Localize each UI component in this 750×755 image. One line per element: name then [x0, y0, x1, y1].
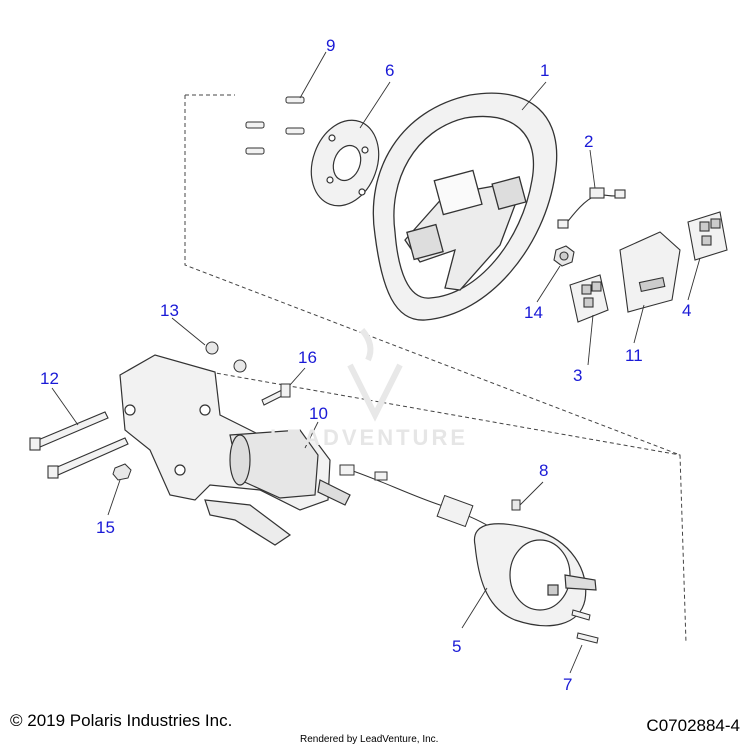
part-14-nut: [553, 245, 575, 267]
callout-5[interactable]: 5: [452, 637, 462, 656]
part-5-shroud: [473, 523, 597, 627]
callout-14[interactable]: 14: [524, 303, 543, 322]
part-2-wire-harness: [557, 187, 626, 229]
watermark-logo: [347, 328, 403, 422]
watermark-text: LEADVENTURE: [270, 425, 469, 450]
part-4-switch-pod: [687, 211, 728, 261]
part-8-clip: [511, 499, 521, 511]
rendered-by-text: Rendered by LeadVenture, Inc.: [300, 734, 439, 745]
part-12-long-bolts: [29, 411, 129, 479]
part-15-nut: [112, 463, 132, 481]
drawing-id: C0702884-4: [646, 716, 740, 735]
callout-11[interactable]: 11: [625, 346, 643, 365]
callout-8[interactable]: 8: [539, 461, 549, 480]
callout-7[interactable]: 7: [563, 675, 573, 694]
callout-13[interactable]: 13: [160, 301, 179, 320]
callout-16[interactable]: 16: [298, 348, 317, 367]
callout-2[interactable]: 2: [584, 132, 594, 151]
part-16-bolt: [261, 383, 291, 406]
callout-leaders: [51, 51, 701, 674]
part-6-spacer-plate: [310, 119, 380, 207]
part-9-bolts: [245, 96, 305, 155]
callout-10[interactable]: 10: [309, 404, 328, 423]
part-7-screws: [571, 609, 599, 644]
callout-3[interactable]: 3: [573, 366, 583, 385]
copyright-text: © 2019 Polaris Industries Inc.: [10, 711, 233, 730]
callout-1[interactable]: 1: [540, 61, 550, 80]
part-13-nuts: [205, 341, 247, 373]
callout-9[interactable]: 9: [326, 36, 336, 55]
callout-12[interactable]: 12: [40, 369, 59, 388]
callout-6[interactable]: 6: [385, 61, 395, 80]
part-10-steering-column: [119, 354, 351, 546]
column-wire-harness: [339, 464, 496, 531]
part-11-cover: [619, 231, 681, 313]
callout-15[interactable]: 15: [96, 518, 115, 537]
callout-4[interactable]: 4: [682, 301, 692, 320]
part-3-switch-pod: [569, 274, 609, 323]
part-1-steering-wheel: [372, 92, 558, 321]
